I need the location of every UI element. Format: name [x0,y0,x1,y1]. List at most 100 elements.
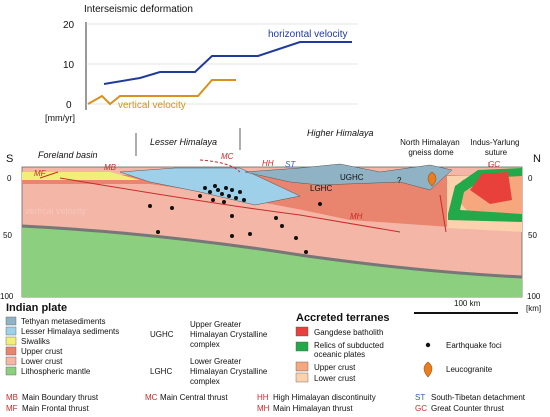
fault-label-mb: MB [104,163,117,172]
main-central-thrust [199,159,241,173]
chart-ytick-20: 20 [63,20,75,31]
dome-label-part: gneiss dome [408,148,454,157]
quake-focus [294,236,298,240]
swatch-lithospheric-mantle [5,366,17,376]
velocity-chart: Interseismic deformation 20 10 0 [mm/yr]… [45,4,358,123]
quake-focus [156,230,160,234]
suture-label-part: Indus-Yarlung [470,138,519,147]
quake-focus [216,188,220,192]
depth-right-100: 100 [527,292,541,301]
region-foreland-basin: Foreland basin [38,150,98,160]
fault-name-gc: Great Counter thrust [431,404,505,413]
legend-quake-dot [425,342,431,348]
quake-focus [148,204,152,208]
fault-label-st: ST [285,160,296,169]
upper-crust [22,175,522,232]
swatch-accreted-lower-crust [295,372,309,383]
swatch-upper-crust [5,346,17,356]
legend-item-tethyan: Tethyan metasediments [21,317,106,326]
fault-name-mf: Main Frontal thrust [22,404,89,413]
quake-focus [211,198,215,202]
chart-ytick-0: 0 [66,100,72,111]
quake-focus [203,186,207,190]
direction-north: N [533,153,541,165]
fault-name-mc: Main Central thrust [160,393,228,402]
lghc-line-1: Lower Greater [190,357,241,366]
dome-label-part: North Himalayan [400,138,460,147]
depth-right-0: 0 [528,174,533,183]
chart-ytick-10: 10 [63,60,75,71]
earthquake-foci [148,184,322,254]
fault-abbr-mb: MB [6,393,18,402]
legend-item-siwaliks: Siwaliks [21,337,50,346]
region-higher-himalaya: Higher Himalaya [307,128,374,138]
quake-focus [227,194,231,198]
chart-title: Interseismic deformation [84,4,193,15]
quake-focus [248,232,252,236]
quake-focus [274,216,278,220]
fault-name-st: South-Tibetan detachment [431,393,526,402]
legend-leucogranite-label: Leucogranite [446,365,493,374]
swatch-subducted-relics [295,341,309,352]
lghc-line-2: Himalayan Crystalline [190,367,268,376]
depth-left-0: 0 [7,174,12,183]
quake-focus [222,200,226,204]
legend-item-accreted-lower-crust: Lower crust [314,374,356,383]
vertical-velocity-line [87,79,236,106]
main-frontal-thrust [39,171,59,179]
region-north-himalayan-dome: North Himalayan gneiss dome [400,138,462,157]
quake-focus [318,202,322,206]
fault-abbr-mc: MC [145,393,158,402]
fault-legend: MB Main Boundary thrust MF Main Frontal … [6,393,526,413]
horizontal-velocity-line [103,41,352,85]
fault-abbr-mf: MF [6,404,18,413]
moho-line [21,224,523,279]
quake-focus [220,192,224,196]
quake-focus [213,184,217,188]
quake-focus [170,206,174,210]
horizontal-velocity-label: horizontal velocity [268,29,347,40]
gangdese-batholith [470,172,512,204]
quake-focus [230,214,234,218]
fault-label-mh: MH [350,212,363,221]
region-lesser-himalaya: Lesser Himalaya [150,137,217,147]
indus-yarlung-fault [439,194,447,233]
depth-unit: [km] [526,304,541,313]
fault-name-hh: High Himalayan discontinuity [273,393,376,402]
subducted-oceanic-relics [448,168,522,222]
quake-focus [242,198,246,202]
suture-label-part: suture [485,148,508,157]
legend-item-lithospheric-mantle: Lithospheric mantle [21,367,91,376]
ughc-line-1: Upper Greater [190,320,241,329]
fault-label-mf: MF [34,169,47,178]
quake-focus [208,190,212,194]
legend-item-accreted-upper-crust: Upper crust [314,363,356,372]
legend-indian-title: Indian plate [6,302,67,314]
legend-indian-swatches [5,316,17,376]
swatch-tethyan [5,316,17,326]
unit-label-question: ? [397,176,402,185]
legend-item-upper-crust: Upper crust [21,347,63,356]
swatch-lesser-himalaya [5,326,17,336]
quake-focus [224,186,228,190]
swatch-accreted-upper-crust [295,361,309,372]
quake-focus [230,234,234,238]
fault-abbr-hh: HH [257,393,269,402]
legend-accreted-title: Accreted terranes [296,312,390,324]
region-indus-yarlung-suture: Indus-Yarlung suture [470,138,521,157]
ughc-line-2: Himalayan Crystalline [190,330,268,339]
direction-south: S [6,153,13,165]
fault-label-mc: MC [221,152,234,161]
lghc-abbr: LGHC [150,367,172,376]
swatch-siwaliks [5,336,17,346]
fault-name-mb: Main Boundary thrust [22,393,99,402]
quake-focus [234,196,238,200]
legend-quake-label: Earthquake foci [446,341,502,350]
faint-vertical-velocity-label: vertical velocity [25,206,87,216]
depth-left-100: 100 [0,292,14,301]
legend-item-lower-crust: Lower crust [21,357,63,366]
quake-focus [304,250,308,254]
quake-focus [280,224,284,228]
depth-left-50: 50 [3,231,12,240]
legend-accreted-terranes: Accreted terranes Gangdese batholith Rel… [295,312,502,383]
